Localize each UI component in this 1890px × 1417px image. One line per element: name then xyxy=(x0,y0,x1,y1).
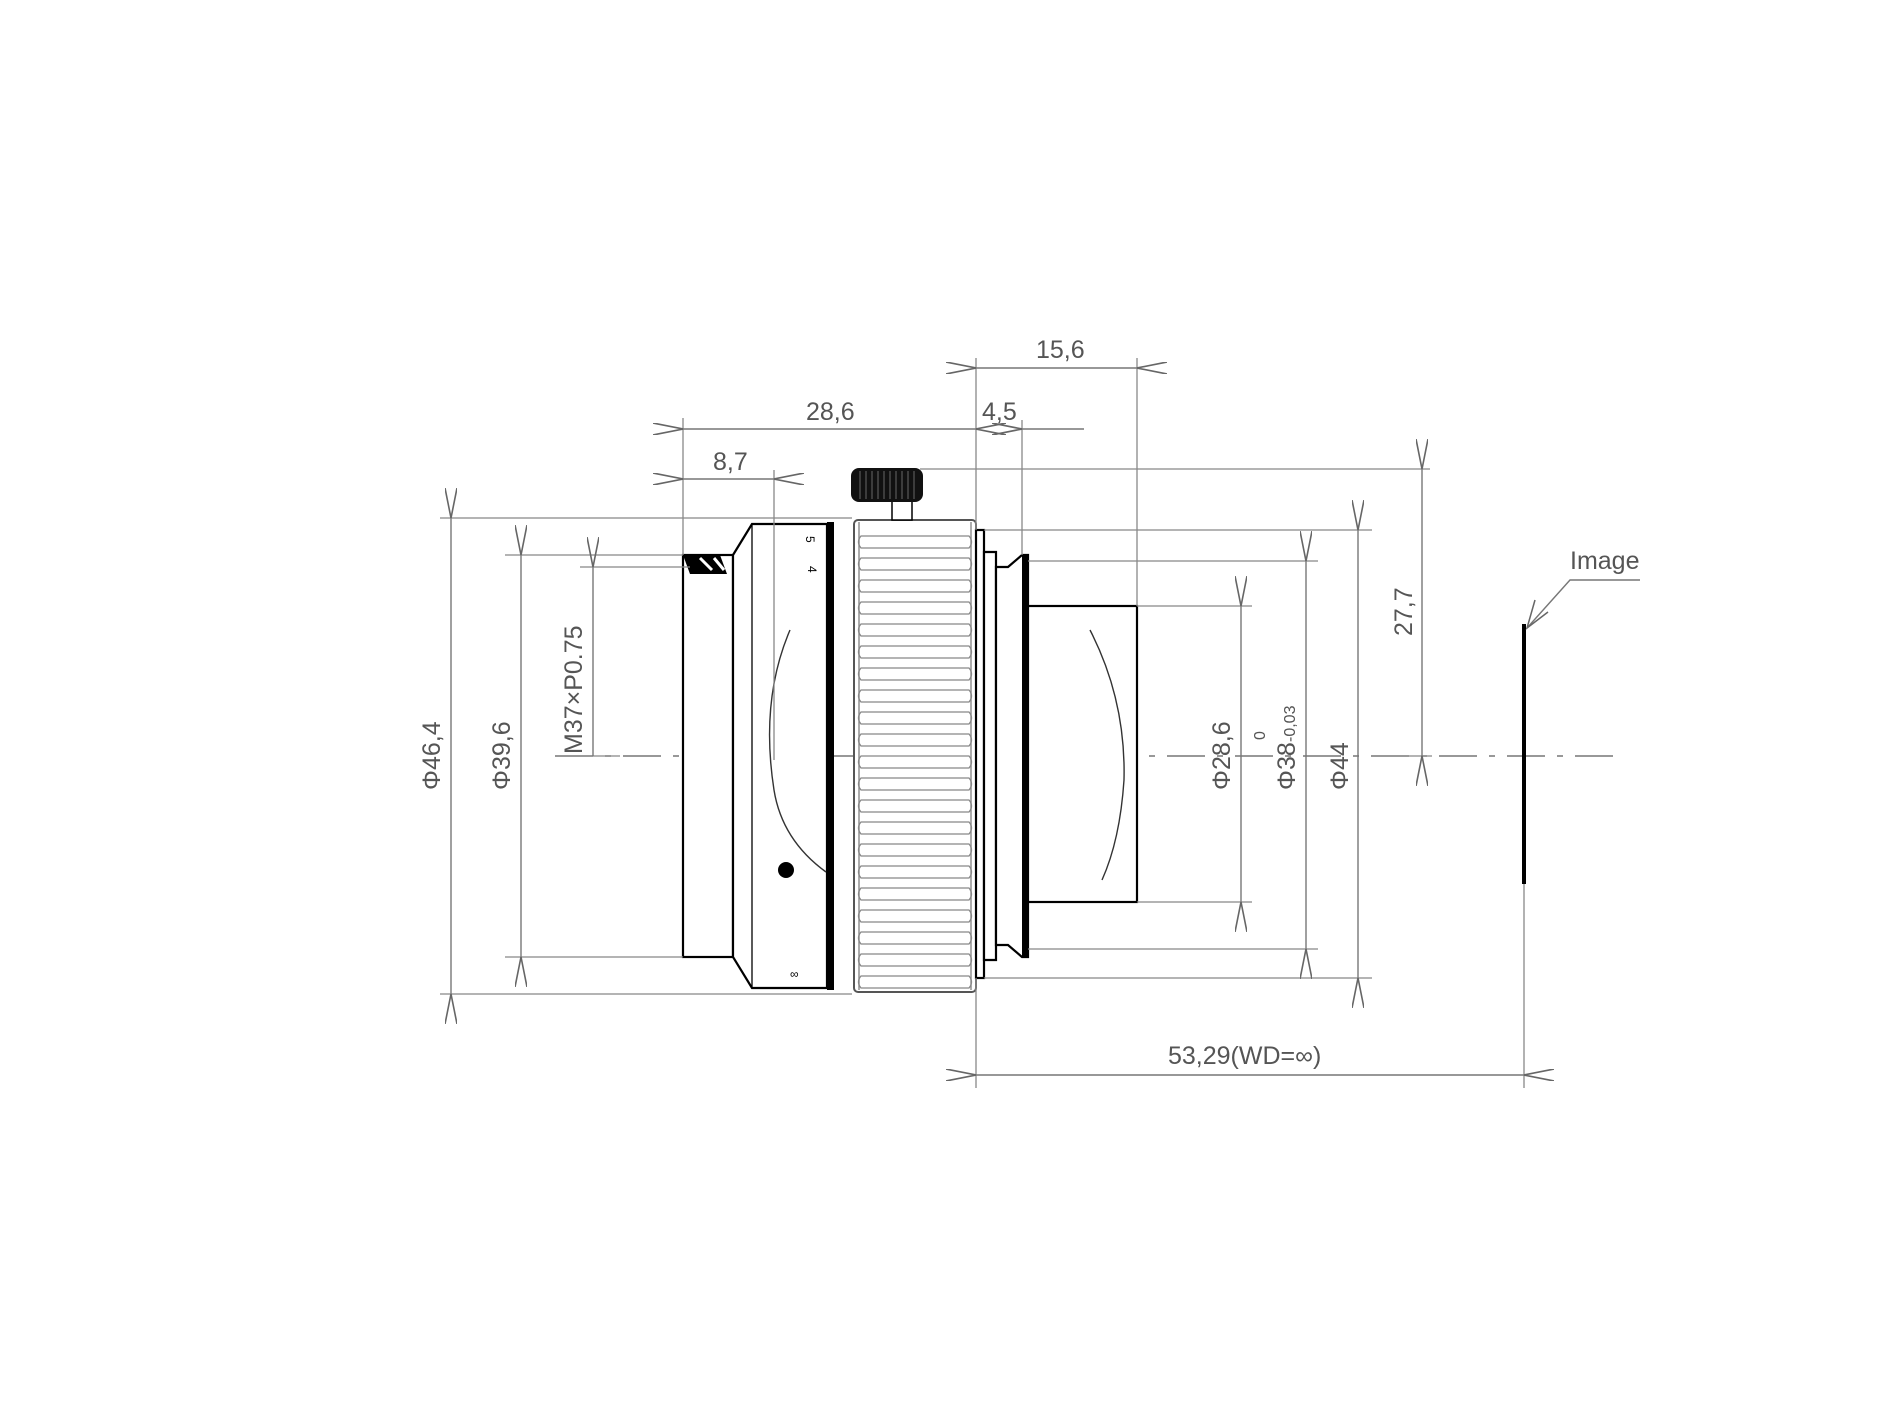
aperture-ring: 5 4 ∞ xyxy=(731,522,829,990)
mount-flange xyxy=(974,528,1030,980)
dim-mount-tolerance-lower: -0,03 xyxy=(1282,705,1299,742)
image-plane-label: Image xyxy=(1570,547,1639,575)
dim-front-barrel-depth: 8,7 xyxy=(713,448,748,476)
ring-marking-top-b: 4 xyxy=(805,566,819,573)
focus-lock-knob xyxy=(851,468,923,521)
dim-mount-tolerance-upper: 0 xyxy=(1252,731,1269,740)
dim-rear-barrel-length: 15,6 xyxy=(1036,336,1085,364)
dim-rear-barrel-diameter: Φ28,6 xyxy=(1208,721,1236,790)
extension-lines xyxy=(440,358,1432,1088)
lens-body: 5 4 ∞ xyxy=(681,468,1139,993)
dim-flange-to-mount-step: 4,5 xyxy=(982,398,1017,426)
dim-filter-thread: M37×P0.75 xyxy=(560,625,588,754)
dim-length-front-to-flange: 28,6 xyxy=(806,398,855,426)
dim-knob-height: 27,7 xyxy=(1390,587,1418,636)
lock-screw-icon xyxy=(778,862,794,878)
dim-front-filter-diameter: Φ39,6 xyxy=(488,721,516,790)
image-plane: Image xyxy=(1522,547,1640,1088)
dimension-labels: 28,6 8,7 15,6 4,5 Φ46,4 Φ39,6 M37×P0.75 … xyxy=(418,336,1418,1070)
dim-outer-front-diameter: Φ46,4 xyxy=(418,721,446,790)
ring-marking-top-a: 5 xyxy=(803,536,817,543)
rear-barrel xyxy=(1026,604,1139,904)
front-barrel xyxy=(681,553,735,959)
dimension-lines xyxy=(451,368,1524,1075)
dim-focus-ring-diameter: Φ44 xyxy=(1326,742,1354,790)
separator-ring xyxy=(827,522,834,990)
ring-marking-bottom: ∞ xyxy=(790,967,799,981)
focus-ring-knurled xyxy=(853,519,977,993)
dim-mount-diameter: Φ38 xyxy=(1273,742,1301,790)
dim-flange-back: 53,29(WD=∞) xyxy=(1168,1042,1321,1070)
